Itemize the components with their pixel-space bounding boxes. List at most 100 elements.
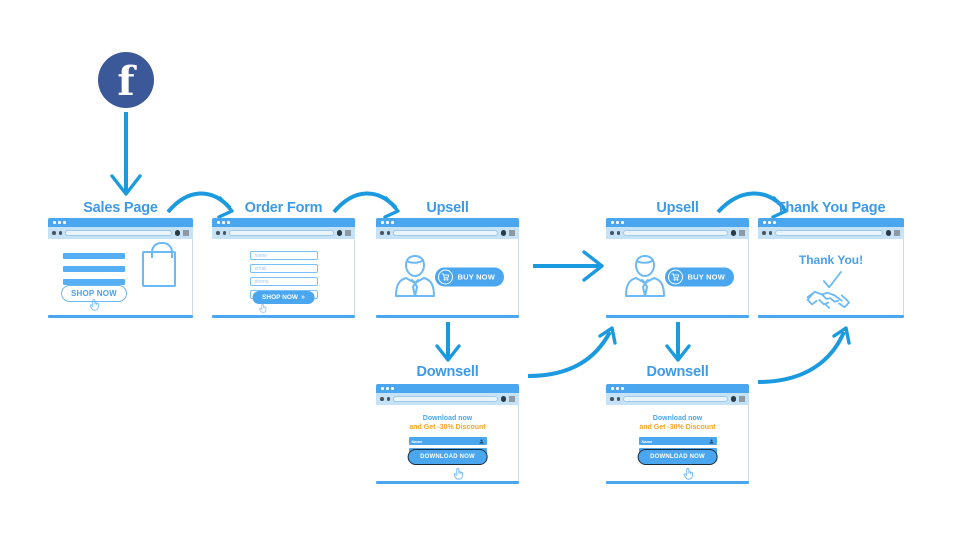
page-viewport-order-form: name email phone card SHOP NOW » <box>212 239 355 315</box>
arrow-downsell-2-to-thank-you-page <box>757 326 851 384</box>
downsell-subheadline: and Get -30% Discount <box>639 424 716 431</box>
page-viewport-thank-you-page: Thank You! <box>758 239 904 315</box>
menu-icon[interactable] <box>739 230 745 236</box>
browser-titlebar <box>376 384 519 393</box>
shop-now-button[interactable]: SHOP NOW » <box>252 291 315 304</box>
address-field[interactable] <box>393 396 498 402</box>
buy-now-label: BUY NOW <box>687 272 725 282</box>
text-bar <box>63 253 125 259</box>
gear-icon[interactable] <box>885 230 891 236</box>
step-label-downsell-2: Downsell <box>646 364 709 380</box>
address-field[interactable] <box>775 230 883 236</box>
browser-urlbar[interactable] <box>376 227 519 239</box>
browser-titlebar <box>606 384 749 393</box>
name-field[interactable]: Name <box>408 437 487 445</box>
forward-icon[interactable] <box>222 231 226 235</box>
address-field[interactable] <box>393 230 498 236</box>
back-icon[interactable] <box>52 231 56 235</box>
window-dot-close <box>611 387 614 390</box>
gear-icon[interactable] <box>336 230 342 236</box>
menu-icon[interactable] <box>894 230 900 236</box>
browser-urlbar[interactable] <box>212 227 355 239</box>
arrow-upsell-1-to-upsell-2 <box>533 250 604 282</box>
arrow-upsell-1-to-downsell-1 <box>435 322 461 362</box>
window-dot-minimize <box>616 387 619 390</box>
download-now-button[interactable]: DOWNLOAD NOW <box>407 449 488 465</box>
buy-now-button[interactable]: BUY NOW <box>435 267 504 287</box>
back-icon[interactable] <box>610 231 614 235</box>
menu-icon[interactable] <box>739 396 745 402</box>
browser-urlbar[interactable] <box>376 393 519 405</box>
forward-icon[interactable] <box>616 231 620 235</box>
address-field[interactable] <box>623 230 728 236</box>
buy-now-label: BUY NOW <box>457 272 495 282</box>
browser-urlbar[interactable] <box>48 227 193 239</box>
window-dot-maximize <box>227 221 230 224</box>
back-icon[interactable] <box>216 231 220 235</box>
menu-icon[interactable] <box>509 396 515 402</box>
menu-icon[interactable] <box>509 230 515 236</box>
gear-icon[interactable] <box>730 396 736 402</box>
browser-footer-bar <box>376 481 519 484</box>
window-dot-maximize <box>621 221 624 224</box>
name-field[interactable]: Name <box>638 437 717 445</box>
facebook-logo: f <box>98 52 154 108</box>
browser-titlebar <box>606 218 749 227</box>
cursor-hand-icon <box>89 298 100 311</box>
forward-icon[interactable] <box>768 231 772 235</box>
download-now-button[interactable]: DOWNLOAD NOW <box>637 449 718 465</box>
browser-mock-upsell-2: BUY NOW <box>606 218 749 318</box>
gear-icon[interactable] <box>730 230 736 236</box>
email-field[interactable]: email <box>249 264 318 273</box>
buy-now-button[interactable]: BUY NOW <box>665 267 734 287</box>
facebook-f-glyph: f <box>117 58 135 105</box>
phone-field[interactable]: phone <box>249 277 318 286</box>
browser-mock-order-form: name email phone card SHOP NOW » <box>212 218 355 318</box>
downsell-subheadline: and Get -30% Discount <box>409 424 486 431</box>
back-icon[interactable] <box>610 397 614 401</box>
menu-icon[interactable] <box>183 230 189 236</box>
address-field[interactable] <box>65 230 172 236</box>
browser-mock-upsell-1: BUY NOW <box>376 218 519 318</box>
cursor-hand-icon <box>453 467 464 480</box>
browser-mock-downsell-1: Download now and Get -30% Discount Name … <box>376 384 519 484</box>
menu-icon[interactable] <box>345 230 351 236</box>
address-field[interactable] <box>229 230 334 236</box>
gear-icon[interactable] <box>500 230 506 236</box>
browser-urlbar[interactable] <box>758 227 904 239</box>
user-field-icon <box>479 439 483 443</box>
shop-now-button[interactable]: SHOP NOW <box>61 285 127 302</box>
back-icon[interactable] <box>380 397 384 401</box>
thank-you-headline: Thank You! <box>798 253 864 267</box>
person-icon <box>623 251 667 301</box>
gear-icon[interactable] <box>174 230 180 236</box>
browser-footer-bar <box>212 315 355 318</box>
window-dot-minimize <box>616 221 619 224</box>
back-icon[interactable] <box>762 231 766 235</box>
shopping-bag-icon <box>142 242 176 287</box>
window-dot-maximize <box>391 387 394 390</box>
window-dot-close <box>611 221 614 224</box>
forward-icon[interactable] <box>386 397 390 401</box>
page-viewport-downsell-2: Download now and Get -30% Discount Name … <box>606 405 749 481</box>
page-viewport-upsell-2: BUY NOW <box>606 239 749 315</box>
handshake-icon <box>804 269 858 311</box>
browser-urlbar[interactable] <box>606 393 749 405</box>
forward-icon[interactable] <box>616 397 620 401</box>
browser-titlebar <box>48 218 193 227</box>
back-icon[interactable] <box>380 231 384 235</box>
browser-footer-bar <box>606 481 749 484</box>
arrow-downsell-1-to-upsell-2 <box>527 326 617 378</box>
chevron-right-icon: » <box>301 294 305 301</box>
window-dot-close <box>217 221 220 224</box>
browser-mock-downsell-2: Download now and Get -30% Discount Name … <box>606 384 749 484</box>
forward-icon[interactable] <box>386 231 390 235</box>
name-field[interactable]: name <box>249 251 318 260</box>
window-dot-maximize <box>391 221 394 224</box>
forward-icon[interactable] <box>58 231 62 235</box>
step-label-upsell-1: Upsell <box>426 200 469 216</box>
browser-urlbar[interactable] <box>606 227 749 239</box>
text-bar <box>63 266 125 272</box>
address-field[interactable] <box>623 396 728 402</box>
gear-icon[interactable] <box>500 396 506 402</box>
